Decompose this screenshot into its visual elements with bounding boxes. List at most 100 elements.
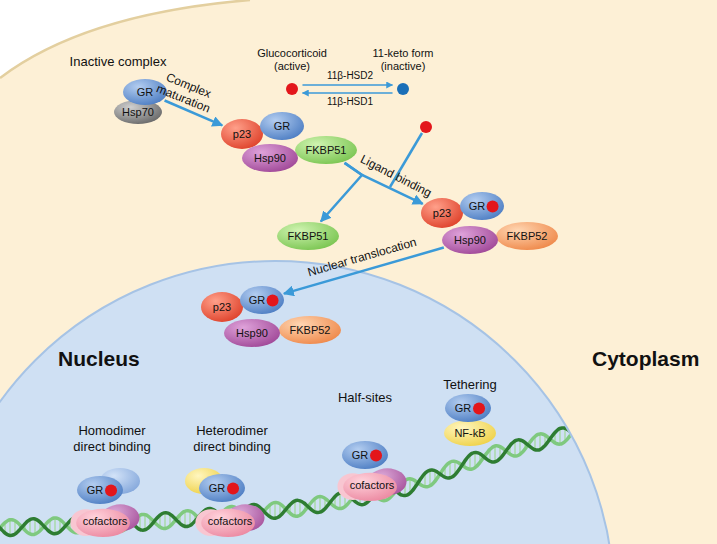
dna-rung [64,524,66,526]
dna-rung [454,461,456,474]
dna-rung [49,520,51,532]
protein-blob [421,198,463,228]
dna-rung [339,493,341,509]
dna-rung [184,511,186,526]
protein-blob [442,226,498,254]
dna-rung [609,417,611,429]
protein-label: cofactors [198,505,262,537]
dna-rung [179,515,181,524]
dna-rung [569,431,571,436]
dna-rung [134,519,136,526]
dna-rung [199,515,201,520]
dna-rung [564,428,566,441]
dna-rung [639,412,641,417]
protein-label: FKBP51 [295,136,357,164]
heading-label: Tethering [420,377,520,393]
dna-rung [619,416,621,425]
ligand-dot [267,295,279,307]
protein-label: p23 [201,292,243,322]
dna-strand [0,410,648,536]
dna-rung [519,440,521,455]
cofactors-protein: cofactors [198,505,262,537]
cofactors-protein: cofactors [73,505,137,537]
dna-rung [489,449,491,461]
pathway-arrow [165,100,223,125]
arrow-label: 11β-HSD1 [310,96,390,108]
hsp90-protein: Hsp90 [242,144,298,172]
dna-rung [29,520,31,535]
protein-label: FKBP52 [279,316,341,344]
protein-label: cofactors [340,469,404,501]
fkbp52-protein: FKBP52 [279,316,341,344]
dna-rung [149,518,151,527]
protein-blob [460,192,504,220]
dna-helix [0,404,648,536]
nfkb-protein: NF-kB [444,420,496,446]
protein-label: p23 [421,198,463,228]
dna-rung [324,498,326,508]
heading-label: Half-sites [315,390,415,406]
dna-rung [504,450,506,452]
glucocorticoid-dot-shape [286,83,298,95]
dna-rung [274,502,276,518]
keto-form-dot: 11-keto form (inactive) [397,83,409,95]
dna-rung [444,467,446,477]
dna-rung [89,522,91,527]
fkbp51-protein: FKBP51 [295,136,357,164]
protein-label: GR [445,394,491,422]
p23-protein: p23 [221,119,263,149]
dna-rung [484,456,486,458]
protein-blob [496,222,558,250]
protein-blob [342,441,388,469]
dna-rung [584,422,586,437]
gr-protein: GR [199,474,245,502]
region-label: Nucleus [58,347,168,371]
protein-blob [201,292,243,322]
dna-rung [389,486,391,498]
region-label: Cytoplasm [592,347,712,371]
gr-protein: GR [123,79,167,105]
dna-rung [334,496,336,506]
dna-rung [174,519,176,521]
p23-protein: p23 [201,292,243,322]
dna-rung [474,452,476,467]
protein-label: FKBP52 [496,222,558,250]
gr-protein: GR [260,112,304,140]
dna-rung [14,521,16,534]
dna-rung [539,434,541,450]
dna-rung [344,493,346,506]
dna-rung [529,442,531,447]
ligand-entry-line [390,133,422,187]
dna-rung [614,420,616,422]
dna-rung [449,462,451,478]
dna-rung [509,446,511,455]
dna-rung [499,447,501,459]
dna-rung [429,470,431,486]
dna-rung [124,516,126,529]
heading-label: Inactive complex [48,54,188,70]
ligand-dot [370,450,382,462]
dna-rung [299,501,301,516]
dna-rung [604,416,606,432]
protein-blob [123,79,167,105]
dna-rung [294,501,296,516]
dna-rung [589,424,591,433]
dna-rung [644,406,646,419]
gr-protein: GR [460,192,504,220]
pathway-arrow [321,163,362,222]
pathway-arrow [302,92,392,94]
protein-label: FKBP51 [277,222,339,250]
dna-rung [409,479,411,494]
nucleus-region: Nucleusp23GRHsp90FKBP52GRcofactorsGRcofa… [0,260,615,544]
protein-label: Hsp90 [442,226,498,254]
dna-rung [249,505,251,520]
partner-gr-blob [100,468,140,494]
protein-label: GR [199,474,245,502]
dna-rung [94,517,96,530]
dna-rung [59,520,61,532]
dna-rung [234,507,236,520]
dna-rung [204,510,206,523]
arrow-label: Ligand binding [344,145,448,207]
dna-rung [284,508,286,510]
